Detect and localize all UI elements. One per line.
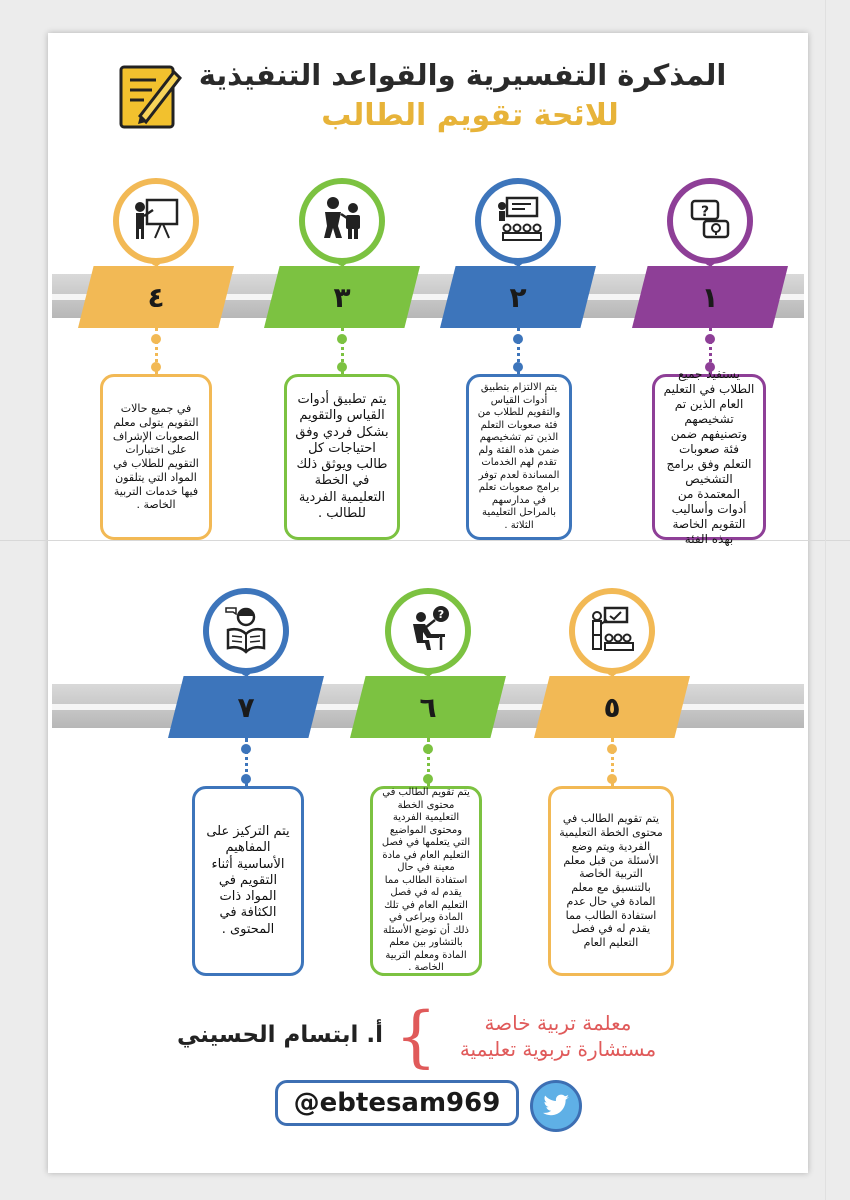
step-card-text: يتم تقويم الطالب في محتوى الخطة التعليمي…: [381, 787, 471, 974]
step-card-text: يتم التركيز على المفاهيم الأساسية أثناء …: [206, 824, 290, 937]
step-card-text: في جميع حالات التقويم يتولى معلم الصعوبا…: [112, 402, 200, 512]
step-card: يتم تقويم الطالب في محتوى الخطة التعليمي…: [370, 786, 482, 976]
twitter-handle[interactable]: @ebtesam969: [275, 1080, 519, 1126]
step-connector-dot: [705, 334, 715, 344]
teacher-class-icon: [493, 194, 543, 248]
step-number-badge: ٦: [350, 676, 506, 738]
step-card: يتم تطبيق أدوات القياس والتقويم بشكل فرد…: [284, 374, 400, 540]
step-icon-circle: [299, 178, 385, 264]
page-subtitle: للائحة تقويم الطالب: [321, 98, 619, 133]
step-connector-dot: [607, 774, 617, 784]
author-role-line2: مستشارة تربوية تعليمية: [459, 1037, 657, 1061]
step-card-text: يتم تطبيق أدوات القياس والتقويم بشكل فرد…: [295, 392, 389, 521]
step-number-badge: ٥: [534, 676, 690, 738]
question-lightbulb-icon: ?: [686, 195, 734, 247]
step-card: يتم الالتزام بتطبيق أدوات القياس والتقوي…: [466, 374, 572, 540]
step-number: ٣: [333, 280, 351, 314]
step-connector-bottom: [341, 328, 344, 374]
step-number-badge: ٤: [78, 266, 234, 328]
twitter-bird-icon[interactable]: [530, 1080, 582, 1132]
brace-icon: {: [395, 998, 437, 1075]
step-card: في جميع حالات التقويم يتولى معلم الصعوبا…: [100, 374, 212, 540]
step-card: يتم تقويم الطالب في محتوى الخطة التعليمي…: [548, 786, 674, 976]
step-connector-bottom: [611, 738, 614, 786]
teacher-screen-icon: [587, 604, 637, 658]
step-connector-bottom: [709, 328, 712, 374]
step-number: ٥: [603, 690, 621, 724]
step-connector-dot: [151, 334, 161, 344]
svg-text:?: ?: [701, 204, 709, 220]
svg-text:?: ?: [438, 608, 444, 621]
author-role: معلمة تربية خاصة مستشارة تربوية تعليمية: [418, 1010, 698, 1062]
author-role-line1: معلمة تربية خاصة: [484, 1011, 632, 1035]
step-number: ٧: [237, 690, 255, 724]
step-connector-bottom: [427, 738, 430, 786]
step-connector-dot: [607, 744, 617, 754]
page-title: المذكرة التفسيرية والقواعد التنفيذية: [198, 58, 727, 92]
step-connector-bottom: [155, 328, 158, 374]
step-connector-dot: [513, 362, 523, 372]
student-question-icon: ?: [403, 604, 453, 658]
step-number: ١: [701, 280, 719, 314]
step-number-badge: ٢: [440, 266, 596, 328]
step-number: ٢: [509, 280, 527, 314]
step-number-badge: ٣: [264, 266, 420, 328]
scan-guide-line-vertical: [825, 0, 826, 1200]
step-card-text: يستفيد جميع الطلاب في التعليم العام الذي…: [663, 367, 755, 546]
reader-book-icon: [220, 604, 272, 658]
step-icon-circle: ?: [385, 588, 471, 674]
step-number: ٦: [419, 690, 437, 724]
step-connector-dot: [513, 334, 523, 344]
step-connector-dot: [151, 362, 161, 372]
step-card: يتم التركيز على المفاهيم الأساسية أثناء …: [192, 786, 304, 976]
step-connector-dot: [337, 362, 347, 372]
step-number: ٤: [147, 280, 165, 314]
author-name: أ. ابتسام الحسيني: [177, 1022, 383, 1048]
teacher-student-icon: [317, 194, 367, 248]
step-connector-dot: [241, 744, 251, 754]
step-connector-dot: [423, 744, 433, 754]
step-card-text: يتم تقويم الطالب في محتوى الخطة التعليمي…: [559, 812, 663, 949]
step-icon-circle: [203, 588, 289, 674]
step-icon-circle: ?: [667, 178, 753, 264]
presentation-board-icon: [131, 194, 181, 248]
step-connector-bottom: [245, 738, 248, 786]
step-icon-circle: [569, 588, 655, 674]
step-icon-circle: [475, 178, 561, 264]
step-connector-dot: [337, 334, 347, 344]
step-connector-bottom: [517, 328, 520, 374]
note-pencil-icon: [118, 64, 184, 130]
step-number-badge: ٧: [168, 676, 324, 738]
step-number-badge: ١: [632, 266, 788, 328]
scan-guide-line: [0, 540, 850, 541]
step-connector-dot: [423, 774, 433, 784]
step-connector-dot: [241, 774, 251, 784]
step-card: يستفيد جميع الطلاب في التعليم العام الذي…: [652, 367, 766, 546]
step-card-text: يتم الالتزام بتطبيق أدوات القياس والتقوي…: [477, 382, 561, 531]
step-connector-dot: [705, 362, 715, 372]
step-icon-circle: [113, 178, 199, 264]
